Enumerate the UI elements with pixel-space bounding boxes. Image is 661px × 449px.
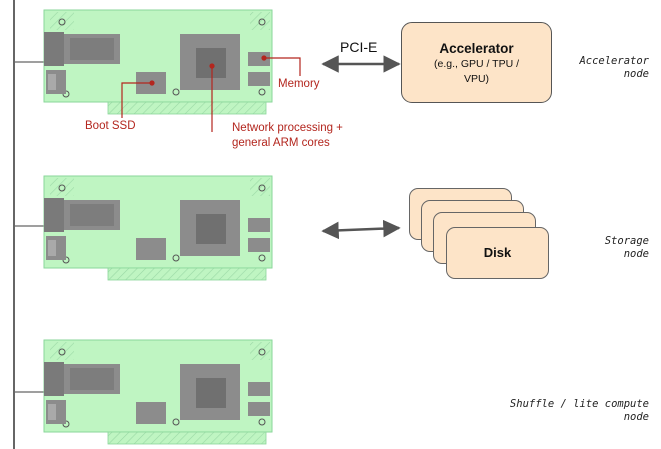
node-label-accelerator: Accelerator node xyxy=(579,55,649,81)
nic-card-accelerator xyxy=(14,9,273,115)
node-label-storage: Storage node xyxy=(605,235,649,261)
pcie-label: PCI-E xyxy=(340,39,378,55)
callout-boot-ssd: Boot SSD xyxy=(85,120,136,132)
callout-leaders xyxy=(121,55,301,132)
callout-network-2: general ARM cores xyxy=(232,137,330,149)
nic-card-shuffle xyxy=(14,339,273,445)
node-label-storage-2: node xyxy=(623,248,649,260)
nic-card-storage xyxy=(14,175,273,281)
disk-label: Disk xyxy=(483,245,512,260)
accelerator-title: Accelerator xyxy=(439,41,514,56)
accelerator-subtitle-1: (e.g., GPU / TPU / xyxy=(434,58,519,70)
node-label-storage-1: Storage xyxy=(604,235,649,247)
callout-network-1: Network processing + xyxy=(232,122,343,134)
disk-front: Disk xyxy=(446,227,549,279)
node-label-accelerator-2: node xyxy=(623,68,649,80)
node-label-shuffle-1: Shuffle / lite compute xyxy=(509,398,649,410)
accelerator-subtitle-2: VPU) xyxy=(463,73,490,85)
node-label-shuffle-2: node xyxy=(623,411,649,423)
callout-memory: Memory xyxy=(278,78,320,90)
node-label-shuffle: Shuffle / lite compute node xyxy=(510,398,649,424)
accelerator-box: Accelerator (e.g., GPU / TPU / VPU) xyxy=(401,22,552,103)
node-label-accelerator-1: Accelerator xyxy=(579,55,649,67)
storage-arrow xyxy=(321,219,401,240)
